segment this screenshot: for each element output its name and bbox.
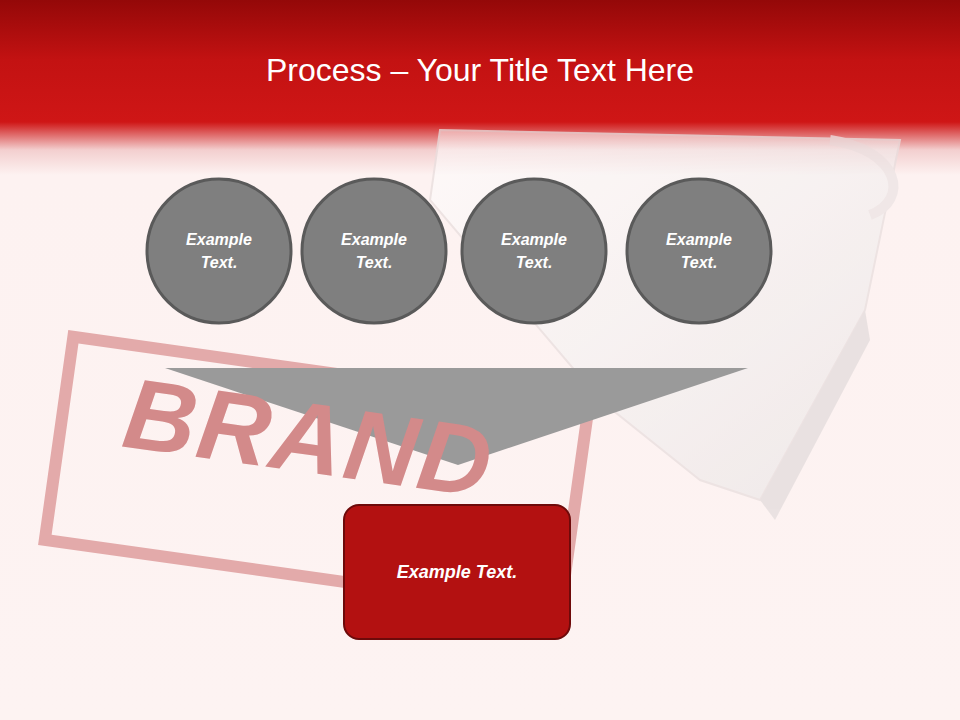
process-circle: Example Text.	[460, 177, 608, 325]
stamp-block	[430, 130, 900, 520]
node-text: Example Text.	[397, 559, 517, 585]
stamp-watermark: BRAND	[118, 362, 499, 513]
process-circle: Example Text.	[300, 177, 448, 325]
circle-outline	[145, 177, 293, 325]
slide-title: Process – Your Title Text Here	[0, 52, 960, 89]
process-circle: Example Text.	[625, 177, 773, 325]
circle-outline	[300, 177, 448, 325]
circle-outline	[460, 177, 608, 325]
process-circle: Example Text.	[145, 177, 293, 325]
node-text: Example Text.	[176, 228, 262, 274]
node-text: Example Text.	[656, 228, 742, 274]
result-box: Example Text.	[343, 504, 571, 640]
node-text: Example Text.	[491, 228, 577, 274]
node-text: Example Text.	[331, 228, 417, 274]
circle-outline	[625, 177, 773, 325]
